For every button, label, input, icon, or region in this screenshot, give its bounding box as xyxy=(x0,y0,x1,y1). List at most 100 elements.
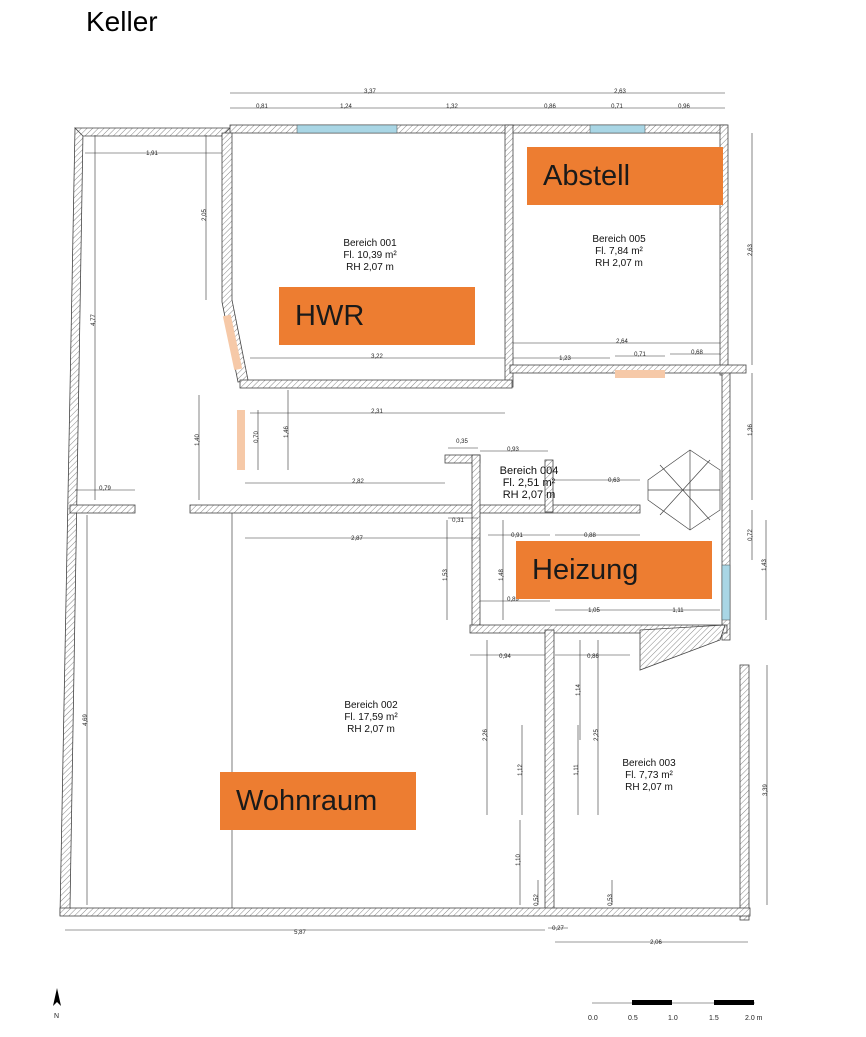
wall-below-001 xyxy=(239,379,513,389)
dimension-label: 2,63 xyxy=(748,244,754,256)
room-name: Bereich 004 xyxy=(499,465,559,477)
dimension-label: 0,52 xyxy=(534,894,540,906)
room-bereich-005: Bereich 005 Fl. 7,84 m² RH 2,07 m xyxy=(564,234,674,270)
room-height: RH 2,07 m xyxy=(346,262,394,273)
label-hwr: HWR xyxy=(279,287,475,345)
dimension-label: 0,93 xyxy=(507,447,519,453)
dimension-label: 1,14 xyxy=(576,684,582,696)
room-height: RH 2,07 m xyxy=(595,258,643,269)
window-005 xyxy=(589,124,646,134)
dimension-label: 2,63 xyxy=(614,89,626,95)
wall-top-002 xyxy=(189,504,641,514)
dimension-label: 1,10 xyxy=(516,854,522,866)
dimension-label: 0,86 xyxy=(587,654,599,660)
room-name: Bereich 002 xyxy=(344,700,398,711)
room-height: RH 2,07 m xyxy=(625,782,673,793)
label-heizung: Heizung xyxy=(516,541,712,599)
dimension-label: 0,68 xyxy=(691,350,703,356)
label-abstell: Abstell xyxy=(527,147,723,205)
wall-heizung-bottom xyxy=(469,624,728,634)
wall-right-003 xyxy=(739,664,750,921)
page-title: Keller xyxy=(86,6,158,37)
wall-bottom xyxy=(59,907,751,917)
room-area: Fl. 17,59 m² xyxy=(344,712,398,723)
room-height: RH 2,07 m xyxy=(347,724,395,735)
dimension-label: 2,87 xyxy=(351,536,363,542)
room-name: Bereich 001 xyxy=(343,238,397,249)
dimension-label: 0,63 xyxy=(608,478,620,484)
dimension-label: 0,86 xyxy=(544,104,556,110)
room-area: Fl. 7,84 m² xyxy=(595,246,643,257)
dimension-label: 0,96 xyxy=(678,104,690,110)
door-hwr xyxy=(222,314,243,371)
dimension-label: 5,87 xyxy=(294,930,306,936)
dimension-label: 0,53 xyxy=(608,894,614,906)
dimension-label: 1,11 xyxy=(574,764,580,776)
room-bereich-004: Bereich 004 Fl. 2,51 m² RH 2,07 m xyxy=(474,465,584,501)
dimension-label: 1,24 xyxy=(340,104,352,110)
dimension-label: 2,31 xyxy=(371,409,383,415)
dimension-label: 3,37 xyxy=(364,89,376,95)
scale-tick: 0.0 xyxy=(588,1015,598,1022)
dimension-label: 4,77 xyxy=(91,314,97,326)
door-005 xyxy=(615,370,665,378)
dimension-label: 0,71 xyxy=(611,104,623,110)
wall-left-outer xyxy=(59,127,84,916)
dimension-label: 3,39 xyxy=(763,784,769,796)
wall-heizung-v2 xyxy=(544,459,554,513)
dimension-label: 0,27 xyxy=(552,926,564,932)
stair-symbol xyxy=(647,449,721,531)
walls xyxy=(59,124,751,921)
dimension-label: 2,26 xyxy=(483,729,489,741)
dimension-label: 2,06 xyxy=(650,940,662,946)
dimension-label: 1,46 xyxy=(284,426,290,438)
wall-stair xyxy=(639,624,726,671)
dimension-label: 0,70 xyxy=(254,431,260,443)
north-arrow-icon: N xyxy=(53,988,61,1020)
dimension-label: 0,72 xyxy=(748,529,754,541)
dimension-label: 1,11 xyxy=(672,608,684,614)
room-area: Fl. 7,73 m² xyxy=(625,770,673,781)
dimension-label: 1,48 xyxy=(499,569,505,581)
dimension-label: 3,22 xyxy=(371,354,383,360)
scale-tick: 2.0 m xyxy=(745,1015,763,1022)
wall-002-003 xyxy=(544,629,555,911)
room-bereich-002: Bereich 002 Fl. 17,59 m² RH 2,07 m xyxy=(316,700,426,736)
dimension-label: 2,64 xyxy=(616,339,628,345)
room-name: Bereich 003 xyxy=(622,758,676,769)
dimension-label: 2,82 xyxy=(352,479,364,485)
dimension-label: 1,53 xyxy=(443,569,449,581)
dimension-label: 0,79 xyxy=(99,486,111,492)
wall-top-left xyxy=(74,127,231,137)
window-heizung xyxy=(721,564,731,621)
dimension-label: 0,88 xyxy=(584,533,596,539)
dimension-label: 4,69 xyxy=(83,714,89,726)
room-bereich-003: Bereich 003 Fl. 7,73 m² RH 2,07 m xyxy=(594,758,704,794)
dimension-label: 1,36 xyxy=(748,424,754,436)
room-area: Fl. 10,39 m² xyxy=(343,250,397,261)
dimension-label: 1,40 xyxy=(195,434,201,446)
dimension-label: 0,91 xyxy=(511,533,523,539)
north-label: N xyxy=(54,1013,59,1020)
dimension-label: 1,05 xyxy=(588,608,600,614)
label-wohnraum: Wohnraum xyxy=(220,772,416,830)
dimension-label: 2,25 xyxy=(594,729,600,741)
window-001 xyxy=(296,124,398,134)
dimension-label: 0,71 xyxy=(634,352,646,358)
dimension-label: 1,43 xyxy=(762,559,768,571)
room-height: RH 2,07 m xyxy=(502,489,556,501)
room-area: Fl. 2,51 m² xyxy=(502,477,556,489)
scale-bar: 0.0 0.5 1.0 1.5 2.0 m xyxy=(588,1000,763,1022)
scale-tick: 1.5 xyxy=(709,1015,719,1022)
dimension-label: 1,91 xyxy=(146,151,158,157)
dimension-label: 0,89 xyxy=(507,597,519,603)
dimension-label: 0,35 xyxy=(456,439,468,445)
wall-stub-left xyxy=(69,504,136,514)
dimension-label: 1,23 xyxy=(559,356,571,362)
dimension-label: 0,81 xyxy=(256,104,268,110)
scale-tick: 1.0 xyxy=(668,1015,678,1022)
room-name: Bereich 005 xyxy=(592,234,646,245)
wall-mid-001-005 xyxy=(504,124,514,388)
